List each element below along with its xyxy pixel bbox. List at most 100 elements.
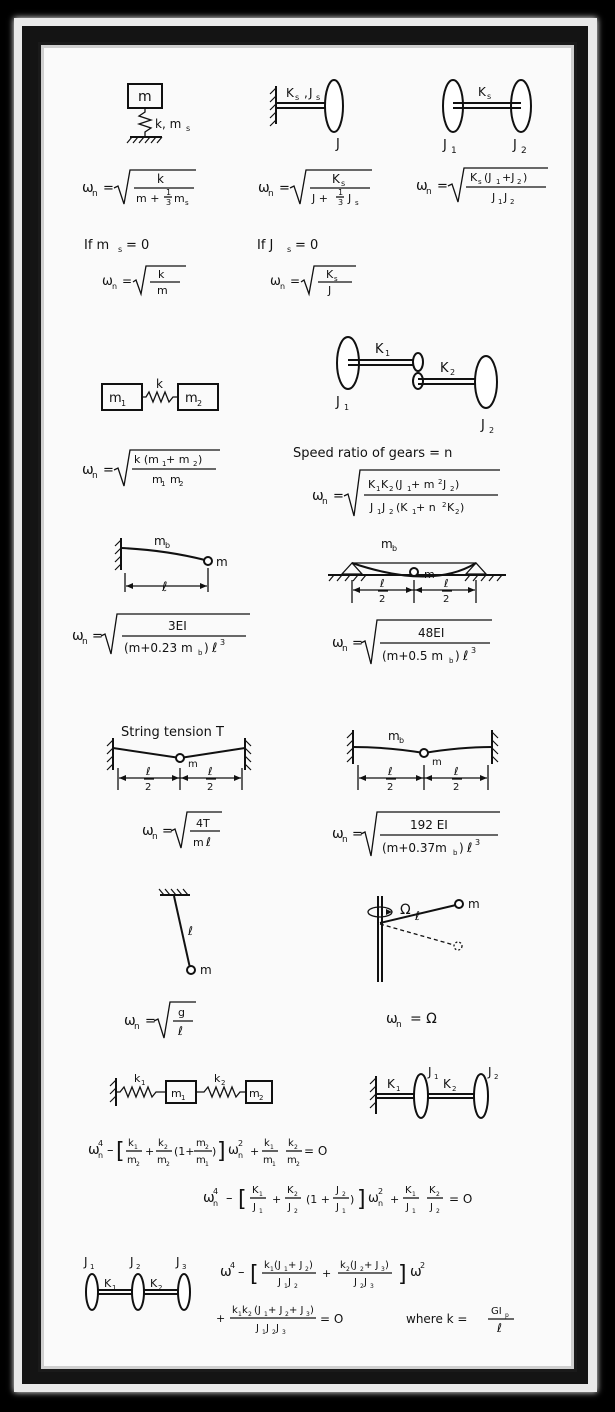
svg-text:+: + [145,1145,154,1158]
svg-text:s: s [341,179,345,188]
svg-text:1: 1 [434,1073,438,1081]
svg-text:3EI: 3EI [168,619,187,633]
svg-text:m: m [157,1155,167,1166]
svg-text:s: s [185,199,189,207]
svg-text:ℓ: ℓ [462,649,468,664]
svg-text:3: 3 [166,198,171,207]
svg-text:): ) [460,501,464,514]
svg-text:If m: If m [84,238,109,253]
svg-text:m: m [154,534,166,548]
svg-text:n: n [92,189,98,199]
svg-text:k, m: k, m [155,117,181,131]
three-disk-shaft: J 1 J 2 J 3 K 1 K 2 [83,1255,191,1311]
svg-text:2: 2 [136,1161,140,1168]
svg-text:b: b [198,649,203,657]
svg-text:2: 2 [305,1266,309,1273]
svg-text:ω: ω [386,1011,398,1027]
svg-text:K: K [478,85,487,99]
svg-text:1: 1 [272,1161,276,1168]
svg-text:b: b [449,657,454,665]
svg-text:2: 2 [510,198,514,206]
svg-text:1: 1 [259,1191,263,1198]
rotating-pendulum: Ω m ℓ [367,896,480,982]
svg-text:): ) [455,478,459,491]
svg-text:1: 1 [407,485,411,493]
svg-text:J: J [369,501,373,514]
svg-text:k: k [214,1072,221,1085]
svg-text:): ) [309,1260,313,1271]
svg-text:1: 1 [412,508,416,516]
svg-text:1: 1 [451,146,457,156]
svg-text:): ) [310,1305,314,1316]
svg-text:ω: ω [258,180,270,196]
simple-pendulum: ℓ m [158,888,212,977]
svg-text:2: 2 [164,1144,168,1151]
svg-text:2: 2 [379,594,385,605]
svg-text:= Ω: = Ω [410,1011,437,1027]
simply-supported-beam: m b m ℓ 2 ℓ 2 [328,537,506,605]
svg-text:ℓ: ℓ [207,765,213,778]
svg-text:ℓ: ℓ [453,765,459,778]
svg-text:b: b [165,541,170,550]
svg-text:m: m [188,759,198,770]
svg-text:s: s [186,124,190,133]
svg-text:ℓ: ℓ [414,909,420,923]
svg-text:m: m [109,391,122,406]
svg-text:m: m [200,963,212,977]
svg-text:Ω: Ω [400,902,411,918]
geared-two-disk-system: K 1 K 2 J 1 J 2 [335,336,498,435]
svg-text:): ) [523,171,527,184]
svg-text:K: K [104,1277,112,1290]
svg-text:(J: (J [484,171,492,184]
svg-text:n: n [342,835,348,845]
svg-text:n: n [378,1199,383,1208]
svg-text:K: K [375,342,384,357]
svg-text:1: 1 [166,188,171,197]
svg-text:n: n [152,832,158,842]
special-case-js-zero: If J s = 0 ω n = K s J [257,238,356,297]
svg-text:1: 1 [377,508,381,516]
svg-text:m: m [216,555,228,569]
svg-text:J: J [308,86,313,100]
svg-text:2: 2 [294,1283,298,1290]
svg-text:k: k [158,268,165,281]
svg-text:g: g [178,1006,185,1019]
svg-text:n: n [342,644,348,654]
svg-text:–: – [226,1191,233,1206]
svg-text:2: 2 [489,426,494,435]
svg-text:1: 1 [238,1311,242,1318]
svg-text:m: m [196,1155,206,1166]
svg-text:1: 1 [496,178,500,186]
svg-text:m: m [432,757,442,768]
svg-text:2: 2 [436,1208,440,1215]
svg-text:3: 3 [220,638,225,647]
formula-pendulum: ω n = g ℓ [124,1001,196,1039]
svg-text:J: J [363,1277,367,1288]
svg-text:=: = [162,824,173,839]
svg-text:m: m [127,1155,137,1166]
svg-text:J: J [347,192,351,205]
svg-text:ω: ω [72,628,84,644]
svg-text:n: n [238,1151,243,1160]
svg-text:b: b [453,849,458,857]
svg-text:,: , [304,86,308,100]
svg-text:= O: = O [304,1144,327,1158]
svg-text:+: + [390,1193,399,1206]
formula-fixed-fixed: ω n = 192 EI (m+0.37m b ) ℓ 3 [332,811,500,857]
svg-text:= O: = O [449,1192,472,1206]
svg-text:–: – [238,1265,245,1280]
svg-text:n: n [426,187,432,197]
svg-text:n: n [92,471,98,481]
svg-text:1: 1 [262,1329,266,1336]
svg-text:=: = [290,274,300,288]
svg-text:1: 1 [121,399,126,408]
svg-text:J +: J + [311,192,328,205]
svg-text:m: m [174,192,185,205]
svg-text:2: 2 [294,1208,298,1215]
svg-text:m: m [170,473,181,486]
frequency-equation-three-disk: ω 4 – [ k 1 (J 1 + J 2 ) J 1 J 2 + k 2 (… [216,1260,514,1336]
svg-text:2: 2 [166,1161,170,1168]
svg-text:m: m [152,473,163,486]
svg-text:=: = [279,181,290,196]
formula-cantilever: ω n = 3EI (m+0.23 m b ) ℓ 3 [72,613,250,657]
